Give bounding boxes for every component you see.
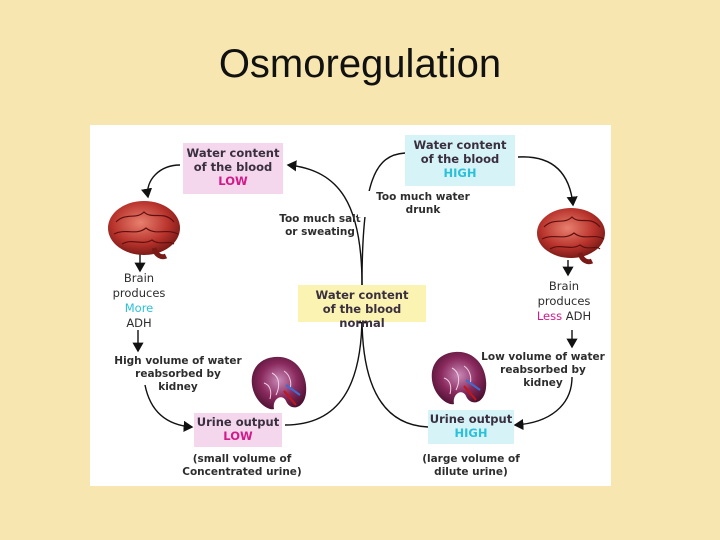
urine-output-high-box: Urine output HIGH — [428, 410, 514, 444]
label-line2: produces — [537, 294, 591, 308]
brain-icon — [108, 201, 180, 260]
label-line1: (large volume of — [422, 453, 520, 465]
label-line2: reabsorbed by kidney — [135, 368, 221, 393]
urine-output-low-box: Urine output LOW — [194, 413, 282, 447]
adh-amount-less: Less — [536, 309, 563, 323]
cause-salt-sweating: Too much salt or sweating — [276, 213, 364, 239]
blood-water-normal-box: Water content of the blood normal — [298, 285, 426, 330]
arrow-urine-high-to-center — [361, 316, 429, 428]
label-line1: (small volume of — [192, 453, 292, 465]
adh-amount-more: More — [124, 301, 154, 315]
arrow-urine-low-to-center — [284, 313, 368, 426]
status-high: HIGH — [443, 166, 477, 180]
brain-icon — [537, 208, 605, 265]
label-line1: Too much salt — [279, 213, 361, 225]
box-line1: Water content — [186, 146, 280, 160]
urine-note-concentrated: (small volume of Concentrated urine) — [182, 453, 302, 479]
label-line1: High volume of water — [114, 355, 242, 367]
status-low: LOW — [223, 429, 253, 443]
arrow-kidney-text-to-urine-low — [144, 384, 194, 432]
label-line2: Concentrated urine) — [182, 466, 302, 478]
arrow-center-to-top-left — [286, 160, 363, 286]
slide-title: Osmoregulation — [218, 42, 502, 86]
box-line1: Urine output — [196, 415, 280, 429]
box-line1: Urine output — [429, 412, 513, 426]
hormone-adh: ADH — [126, 316, 152, 330]
brain-produces-more-adh: Brain produces More ADH — [108, 271, 170, 331]
arrow-top-right-to-brain — [517, 156, 578, 207]
urine-note-dilute: (large volume of dilute urine) — [420, 453, 522, 479]
kidney-icon — [251, 356, 307, 410]
label-line2: dilute urine) — [434, 466, 508, 478]
brain-produces-less-adh: Brain produces Less ADH — [530, 279, 598, 324]
kidney-icon — [431, 351, 487, 405]
box-line2: of the blood — [420, 152, 500, 166]
blood-water-high-box: Water content of the blood HIGH — [405, 135, 515, 186]
blood-water-low-box: Water content of the blood LOW — [183, 143, 283, 194]
label-line1: Brain — [123, 271, 155, 285]
label-line1: Brain — [548, 279, 580, 293]
label-line1: Low volume of water — [481, 351, 605, 363]
arrow-top-right-to-center — [361, 152, 406, 286]
hormone-adh: ADH — [565, 309, 592, 323]
cycle-arrows — [108, 152, 605, 432]
cause-water-drunk: Too much water drunk — [358, 191, 488, 217]
arrow-kidney-text-to-urine-high — [513, 376, 573, 431]
label-line2: produces — [112, 286, 166, 300]
box-line1: Water content — [315, 288, 409, 302]
box-line1: Water content — [413, 138, 507, 152]
diagram-panel: Water content of the blood LOW Water con… — [90, 125, 611, 486]
kidney-reabsorb-high: High volume of water reabsorbed by kidne… — [114, 355, 242, 394]
label-line2: reabsorbed by kidney — [500, 364, 586, 389]
status-low: LOW — [218, 174, 248, 188]
arrow-top-left-to-brain — [141, 164, 181, 199]
status-high: HIGH — [454, 426, 488, 440]
kidney-reabsorb-low: Low volume of water reabsorbed by kidney — [480, 351, 606, 390]
box-line2: of the blood normal — [322, 302, 402, 330]
label-line2: or sweating — [285, 226, 355, 238]
box-line2: of the blood — [193, 160, 273, 174]
